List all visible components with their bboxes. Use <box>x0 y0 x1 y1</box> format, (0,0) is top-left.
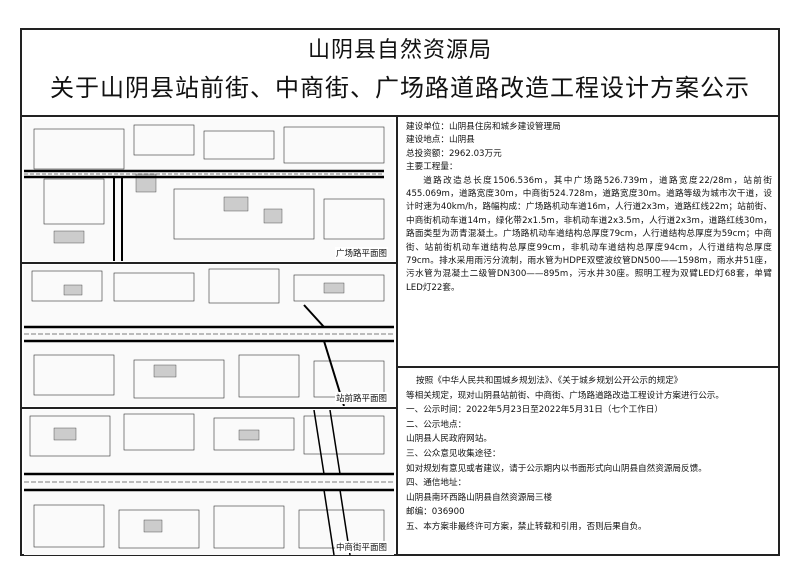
construction-location: 建设地点：山阴县 <box>406 135 475 146</box>
plan-drawing-guangchang: 广场路平面图 <box>24 119 394 261</box>
plan-drawing-zhongshang: 中商街平面图 <box>24 410 394 555</box>
total-investment: 总投资额：2962.03万元 <box>406 148 502 159</box>
plan-divider-2 <box>20 407 398 409</box>
address-heading: 四、通信地址： <box>406 478 467 489</box>
notice-basis-line2: 等相关规定，现对山阴县站前街、中商街、广场路道路改造工程设计方案进行公示。 <box>406 390 724 401</box>
notice-title: 关于山阴县站前街、中商街、广场路道路改造工程设计方案公示 <box>50 74 750 102</box>
agency-title: 山阴县自然资源局 <box>307 38 492 63</box>
works-description: 道路改造总长度1506.536m，其中广场路526.739m，道路宽度22/28… <box>406 175 772 293</box>
disclaimer: 五、本方案非最终许可方案，禁止转载和引用，否则后果自负。 <box>406 521 647 532</box>
feedback-method: 如对规划有意见或者建议，请于公示期内以书面形式向山阴县自然资源局反馈。 <box>406 463 707 474</box>
mailing-address: 山阴县南环西路山阴县自然资源局三楼 <box>406 492 553 503</box>
site-plan-svg <box>24 410 394 555</box>
plan-caption: 站前路平面图 <box>334 392 388 404</box>
plan-divider-1 <box>20 262 398 264</box>
site-plan-svg <box>24 268 394 406</box>
site-plan-svg <box>24 124 385 261</box>
notice-basis-line1: 按照《中华人民共和国城乡规划法》、《关于城乡规划公开公示的规定》 <box>416 376 683 386</box>
plan-drawing-zhanqian: 站前路平面图 <box>24 265 394 406</box>
feedback-heading: 三、公众意见收集途径： <box>406 448 501 459</box>
notice-frame <box>20 28 780 556</box>
works-heading: 主要工程量： <box>406 162 458 173</box>
publicity-place: 山阴县人民政府网站。 <box>406 434 492 445</box>
postal-code: 邮编：036900 <box>406 507 465 518</box>
section-divider <box>398 366 780 368</box>
project-info: 建设单位：山阴县住房和城乡建设管理局 建设地点：山阴县 总投资额：2962.03… <box>406 121 772 295</box>
publicity-notice: 按照《中华人民共和国城乡规划法》、《关于城乡规划公开公示的规定》 等相关规定，现… <box>406 374 772 535</box>
publicity-place-heading: 二、公示地点： <box>406 419 467 430</box>
publicity-period: 一、公示时间：2022年5月23日至2022年5月31日（七个工作日） <box>406 405 664 416</box>
plan-caption: 广场路平面图 <box>334 247 388 259</box>
plan-caption: 中商街平面图 <box>334 541 388 553</box>
title-divider <box>20 115 780 117</box>
construction-unit: 建设单位：山阴县住房和城乡建设管理局 <box>406 122 561 132</box>
column-divider <box>396 117 398 556</box>
